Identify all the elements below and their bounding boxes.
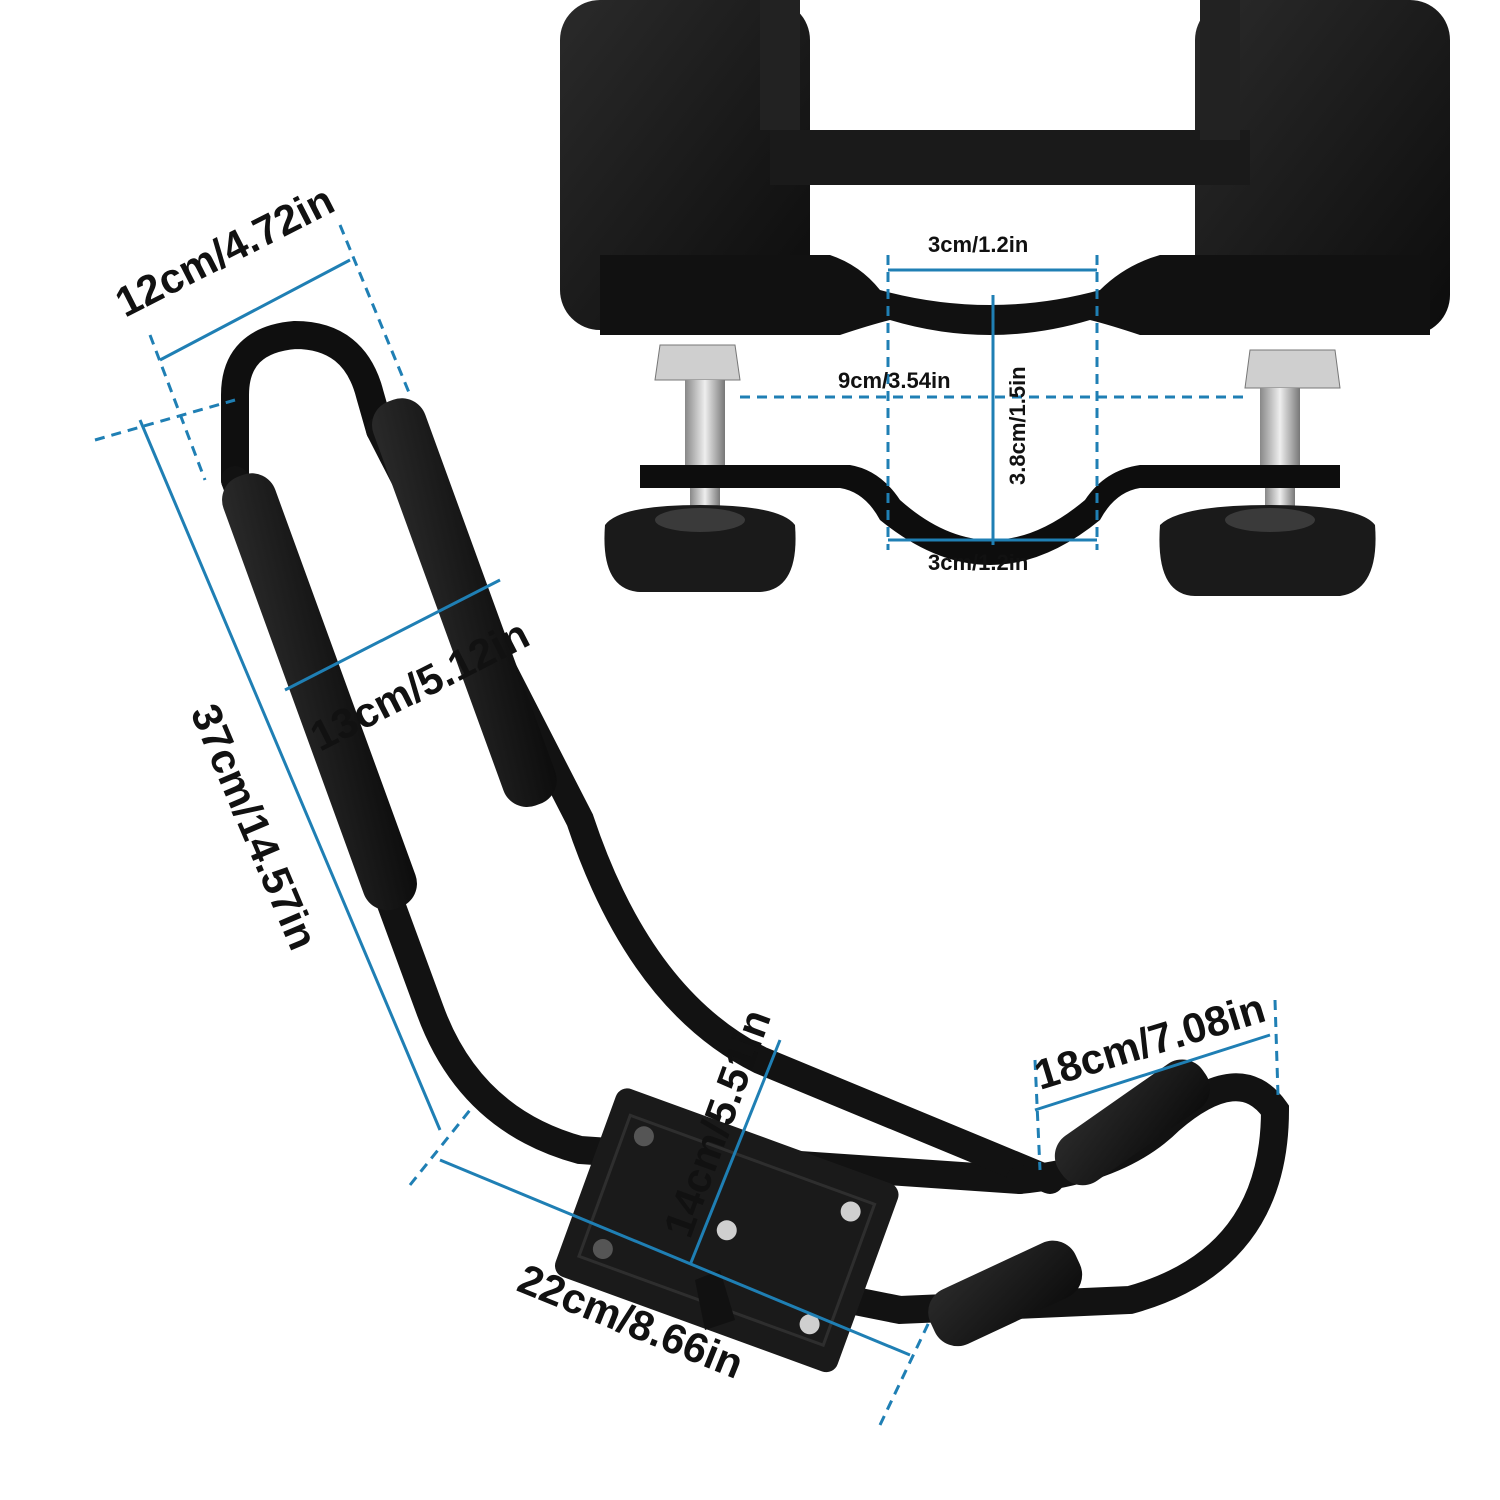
mount-plate bbox=[554, 1088, 899, 1373]
foam-pad-inner bbox=[372, 398, 557, 808]
clamp-foam-left bbox=[560, 0, 810, 330]
label-top-gap: 3cm/1.2in bbox=[928, 232, 1028, 257]
mount-knob bbox=[695, 1270, 735, 1330]
bolt-head-right bbox=[1244, 349, 1341, 389]
mount-screw bbox=[633, 1126, 654, 1147]
foam-pad-front-lower bbox=[928, 1240, 1083, 1347]
mount-screw bbox=[592, 1239, 613, 1260]
bolt-shaft-left bbox=[685, 380, 725, 470]
knob-right bbox=[1159, 505, 1376, 596]
clamp-strap bbox=[640, 465, 1340, 565]
label-height: 37cm/14.57in bbox=[182, 697, 327, 956]
rack-outer-tube bbox=[221, 466, 1034, 1194]
clamp-dimension-guides bbox=[740, 255, 1250, 550]
guide-ext bbox=[1033, 1059, 1042, 1171]
main-dimension-guides bbox=[94, 224, 1280, 1426]
guide-inner-width bbox=[284, 578, 501, 692]
foam-pad-front-upper bbox=[1054, 1059, 1211, 1186]
bolt-shaft-right bbox=[1260, 388, 1300, 473]
mount-screw bbox=[840, 1201, 861, 1222]
guide-width-top bbox=[159, 258, 351, 362]
guide-ext bbox=[338, 224, 412, 396]
clamp-foam-right bbox=[1195, 0, 1450, 335]
j-hook-rack bbox=[221, 320, 1290, 1373]
rack-top-bend bbox=[221, 320, 394, 494]
clamp-frame-crossbar bbox=[770, 130, 1250, 185]
guide-height bbox=[138, 419, 442, 1131]
guide-base-length bbox=[439, 1158, 911, 1357]
knob-left bbox=[604, 505, 796, 592]
label-width-top: 12cm/4.72in bbox=[108, 176, 342, 326]
guide-ext bbox=[148, 334, 207, 481]
knob-right-top bbox=[1225, 508, 1315, 532]
mount-screw bbox=[716, 1220, 737, 1241]
rack-inner-tube bbox=[366, 416, 1064, 1194]
clamp-detail-view bbox=[560, 0, 1450, 596]
guide-ext bbox=[878, 1319, 932, 1426]
clamp-frame-upright-left bbox=[760, 0, 800, 130]
label-bottom-gap: 3cm/1.2in bbox=[928, 550, 1028, 575]
mount-screw bbox=[799, 1314, 820, 1335]
guide-ext bbox=[1273, 999, 1280, 1096]
bolt-head-left bbox=[654, 344, 741, 381]
clamp-base-plate bbox=[600, 255, 1430, 335]
guide-ext bbox=[408, 1109, 472, 1186]
guide-front-width bbox=[1034, 1033, 1271, 1112]
clamp-frame-upright-right bbox=[1200, 0, 1240, 140]
knob-left-top bbox=[655, 508, 745, 532]
label-clamp-height: 3.8cm/1.5in bbox=[1005, 366, 1030, 485]
foam-pad-outer bbox=[222, 473, 417, 911]
guide-ext bbox=[94, 398, 236, 442]
label-bolt-spacing: 9cm/3.54in bbox=[838, 368, 951, 393]
guide-mount-width bbox=[688, 1039, 782, 1266]
